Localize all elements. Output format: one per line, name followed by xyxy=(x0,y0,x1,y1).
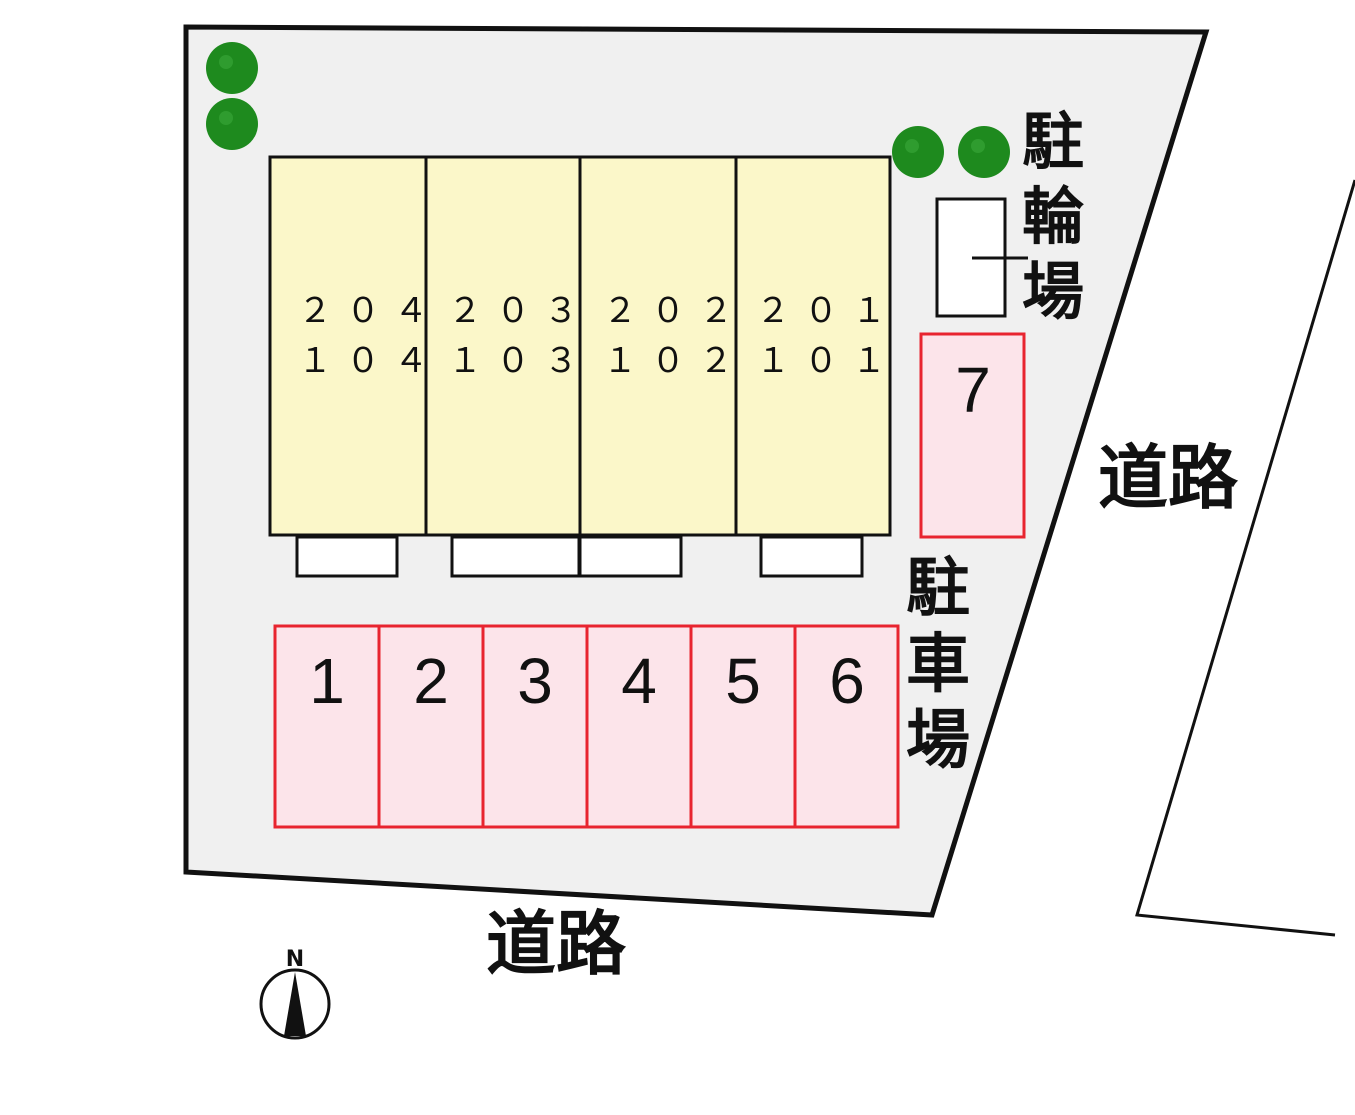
tree-icon xyxy=(958,126,1010,178)
parking-space: 5 xyxy=(689,624,797,829)
bicycle-parking-char: 駐 xyxy=(1022,105,1084,178)
road-east-edge-line xyxy=(1135,179,1355,937)
parking-space: 2 xyxy=(377,624,485,829)
entrance-porch xyxy=(759,535,864,578)
unit-block: ２０４ １０４ xyxy=(268,155,442,537)
unit-number-upper: ２０４ xyxy=(298,291,442,331)
tree-icon xyxy=(206,98,258,150)
bicycle-shed xyxy=(935,197,1028,318)
entrance-porch xyxy=(450,535,581,578)
bicycle-parking-label: 駐 輪 場 xyxy=(1022,105,1084,328)
parking-space-number: 4 xyxy=(621,645,657,717)
unit-block: ２０３ １０３ xyxy=(424,155,592,537)
tree-icon xyxy=(206,42,258,94)
entrance-porch xyxy=(578,535,683,578)
parking-space-number: 2 xyxy=(413,645,449,717)
parking-row: 1 2 3 4 5 6 xyxy=(273,624,900,829)
unit-number-upper: ２０２ xyxy=(603,291,747,331)
parking-space-number: 7 xyxy=(955,354,991,426)
parking-space: 6 xyxy=(793,624,900,829)
bicycle-parking-char: 輪 xyxy=(1022,180,1084,253)
car-parking-char: 駐 xyxy=(906,552,970,626)
unit-number-lower: １０３ xyxy=(448,341,592,381)
parking-space: 4 xyxy=(585,624,693,829)
unit-number-lower: １０１ xyxy=(756,341,900,381)
entrance-porch xyxy=(295,535,399,578)
parking-space-number: 6 xyxy=(829,645,865,717)
unit-number-upper: ２０１ xyxy=(756,291,900,331)
parking-space: 1 xyxy=(273,624,381,829)
parking-space-number: 3 xyxy=(517,645,553,717)
bicycle-parking-char: 場 xyxy=(1022,255,1084,328)
road-label-east: 道路 xyxy=(1098,437,1239,519)
north-label: N xyxy=(286,947,304,972)
parking-space: 7 xyxy=(919,332,1026,539)
unit-number-lower: １０２ xyxy=(603,341,747,381)
north-arrow-icon: N xyxy=(259,947,331,1040)
parking-space-number: 5 xyxy=(725,645,761,717)
unit-number-upper: ２０３ xyxy=(448,291,592,331)
unit-number-lower: １０４ xyxy=(298,341,442,381)
car-parking-char: 場 xyxy=(906,704,970,778)
car-parking-label: 駐 車 場 xyxy=(906,552,970,778)
parking-space: 3 xyxy=(481,624,589,829)
unit-block: ２０２ １０２ xyxy=(578,155,747,537)
parking-space-number: 1 xyxy=(309,645,345,717)
unit-block: ２０１ １０１ xyxy=(734,155,900,537)
road-label-south: 道路 xyxy=(486,903,627,985)
tree-icon xyxy=(892,126,944,178)
building: ２０４ １０４ ２０３ １０３ ２０２ １０２ ２０１ １０１ xyxy=(268,155,900,537)
car-parking-char: 車 xyxy=(906,628,970,702)
